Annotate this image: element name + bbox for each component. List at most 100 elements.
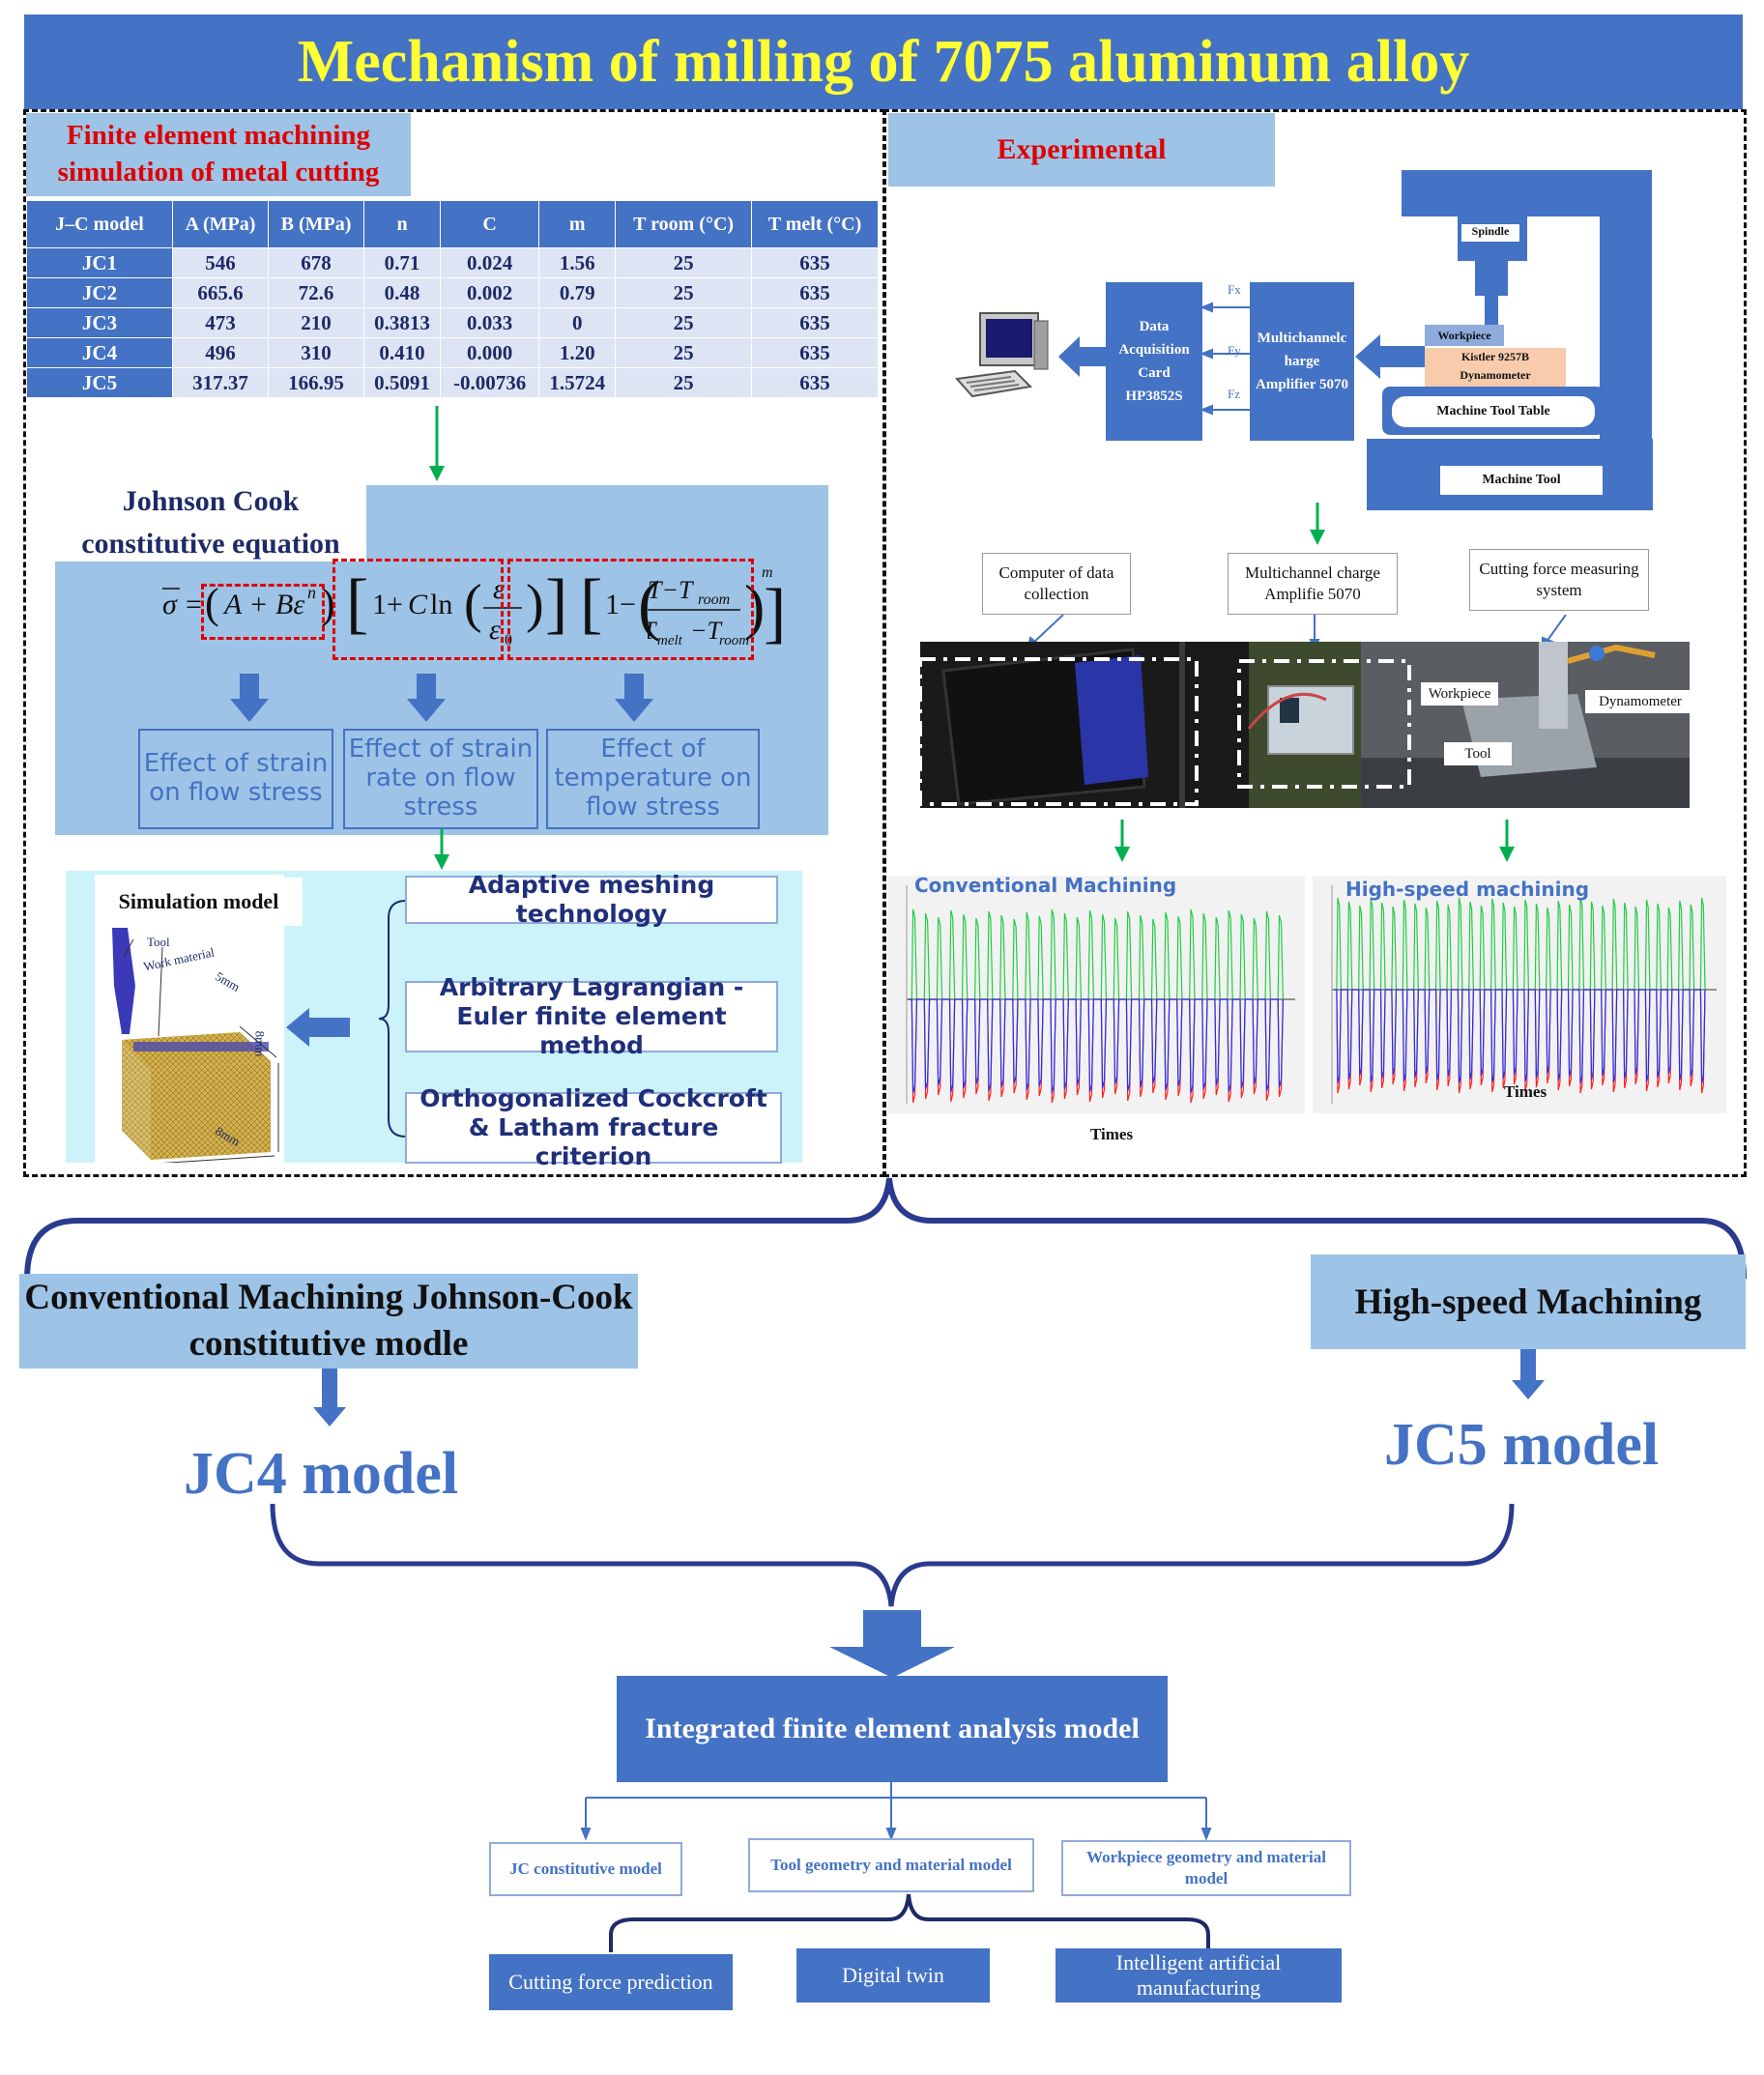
blue-down-arrow [1512, 1349, 1545, 1399]
experimental-panel [883, 109, 1747, 1177]
method-adaptive-meshing: Adaptive meshing technology [405, 871, 778, 928]
fx-label: Fx [1228, 282, 1241, 297]
table-cell: 1.56 [538, 247, 617, 278]
jc-equation-closing-bracket: ] [764, 576, 786, 650]
table-cell: 473 [171, 307, 270, 338]
force-trace [909, 998, 1284, 1104]
jc-equation-temperature-term: T−T room T melt −T room ) m [648, 564, 773, 648]
workpiece-label: Workpiece [1425, 325, 1504, 346]
jc5-model-result: JC5 model [1384, 1412, 1660, 1478]
tool-model-box: Tool geometry and material model [748, 1838, 1034, 1892]
row-header-cell: JC4 [26, 337, 173, 368]
svg-text:): ) [744, 572, 765, 641]
table-cell: 635 [751, 277, 879, 308]
row-header-cell: JC3 [26, 307, 173, 338]
spindle-tip [1485, 296, 1498, 325]
svg-text:ε: ε [489, 614, 501, 646]
col-header: J–C model [26, 200, 173, 248]
svg-text:−T: −T [690, 617, 723, 645]
blue-left-arrow [286, 1008, 350, 1047]
table-cell: 635 [751, 337, 879, 368]
col-header: n [363, 200, 441, 248]
application-brace [609, 1893, 1210, 1952]
table-cell: 0 [538, 307, 617, 338]
svg-text:A + Bε: A + Bε [222, 589, 304, 620]
merge-brace [270, 1504, 1515, 1607]
table-cell: 635 [751, 247, 879, 278]
table-cell: 0.5091 [363, 367, 441, 398]
mesh-model-illustration [112, 928, 279, 1163]
blue-down-arrow [829, 1610, 955, 1678]
col-header: B (MPa) [268, 200, 365, 248]
table-cell: 166.95 [268, 367, 365, 398]
table-cell: 635 [751, 367, 879, 398]
svg-text:(: ( [638, 568, 660, 643]
table-cell: 25 [615, 247, 753, 278]
jc-constitutive-model-box: JC constitutive model [489, 1842, 682, 1896]
table-cell: 0.033 [439, 307, 540, 338]
blue-left-arrow [1058, 336, 1107, 377]
conventional-force-plot [887, 876, 1305, 1113]
svg-text:[: [ [346, 566, 368, 641]
force-signal-arrows [1202, 302, 1251, 416]
svg-text:): ) [526, 574, 544, 634]
blue-down-arrow [407, 674, 446, 722]
green-down-arrow [1114, 820, 1130, 862]
table-cell: 0.002 [439, 277, 540, 308]
jc4-model-result: JC4 model [184, 1441, 459, 1507]
callout-force-system: Cutting force measuring system [1469, 549, 1649, 611]
table-cell: 678 [268, 247, 365, 278]
green-down-arrow [434, 829, 449, 870]
svg-text:room: room [698, 591, 730, 608]
machine-table-label: Machine Tool Table [1392, 396, 1595, 427]
table-cell: 496 [171, 337, 270, 368]
daq-card-box: Data Acquisition Card HP3852S [1106, 282, 1202, 441]
digital-twin-box: Digital twin [796, 1948, 990, 2003]
col-header: m [538, 200, 617, 248]
table-cell: 317.37 [171, 367, 270, 398]
photo-tool-label: Tool [1444, 742, 1512, 765]
table-cell: 0.79 [538, 277, 617, 308]
callout-amplifier: Multichannel charge Amplifie 5070 [1228, 553, 1398, 615]
highspeed-plot-xlabel: Times [1504, 1082, 1547, 1101]
green-down-arrow [1310, 503, 1325, 545]
callout-computer: Computer of data collection [982, 553, 1131, 615]
svg-text:m: m [762, 564, 773, 581]
force-trace [909, 908, 1284, 1000]
blue-left-arrow [1355, 334, 1425, 379]
col-header: C [439, 200, 540, 248]
highspeed-force-plot [1313, 876, 1726, 1113]
page-title: Mechanism of milling of 7075 aluminum al… [24, 14, 1743, 109]
svg-text:ln: ln [430, 589, 452, 620]
col-header: T room (°C) [615, 200, 753, 248]
svg-text:1−: 1− [605, 589, 636, 620]
fz-label: Fz [1228, 387, 1240, 401]
table-cell: 0.000 [439, 337, 540, 368]
blue-down-arrow [615, 674, 653, 722]
component-connectors [580, 1782, 1212, 1841]
methods-bracket [379, 900, 407, 1138]
svg-text:T: T [648, 617, 657, 645]
blue-down-arrow [313, 1369, 346, 1427]
table-cell: 310 [268, 337, 365, 368]
highspeed-plot-title: High-speed machining [1345, 878, 1590, 901]
highspeed-branch-box: High-speed Machining [1311, 1254, 1746, 1349]
table-cell: 546 [171, 247, 270, 278]
machine-frame-column [1600, 170, 1652, 456]
temperature-term-highlight [507, 559, 754, 660]
experimental-header: Experimental [888, 113, 1275, 187]
photo-workpiece-label: Workpiece [1421, 682, 1498, 706]
conventional-branch-box: Conventional Machining Johnson-Cook cons… [19, 1274, 638, 1369]
sim-tool-label: Tool [147, 935, 170, 949]
jc-parameter-table: J–C model A (MPa) B (MPa) n C m T room (… [26, 200, 879, 398]
effect-strain-box: Effect of strain on flow stress [138, 729, 333, 829]
table-cell: 1.5724 [538, 367, 617, 398]
green-down-arrow [1499, 820, 1515, 862]
table-cell: -0.00736 [439, 367, 540, 398]
svg-text:]: ] [764, 576, 786, 650]
svg-text:(: ( [205, 580, 219, 627]
table-cell: 25 [615, 277, 753, 308]
row-header-cell: JC1 [26, 247, 173, 278]
